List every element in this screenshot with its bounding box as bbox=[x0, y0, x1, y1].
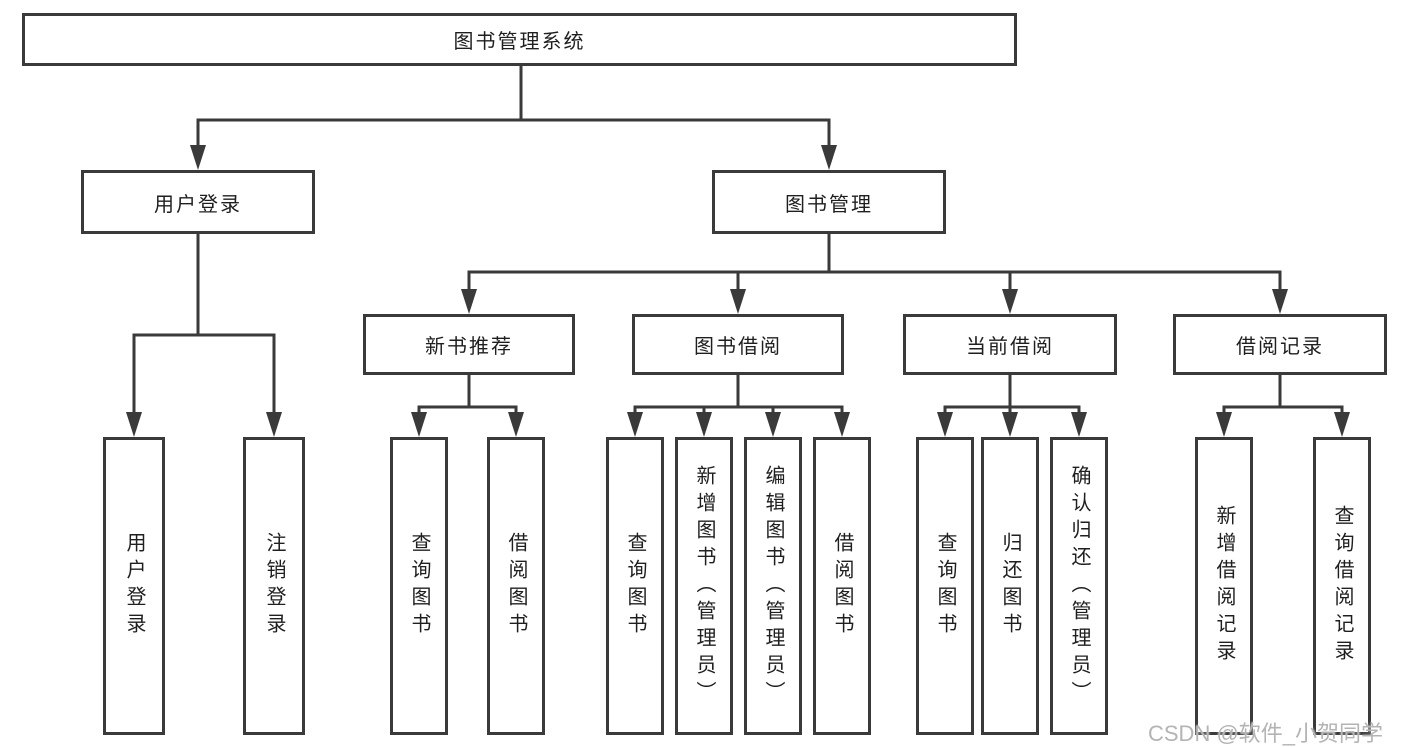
leaf-add-books-admin: 新增图书（管理员） bbox=[675, 437, 733, 735]
arrow-down-icon bbox=[1002, 289, 1018, 314]
leaf-query-borrow-record: 查询借阅记录 bbox=[1313, 437, 1371, 735]
arrow-down-icon bbox=[508, 412, 524, 437]
connector-book-mgmt-to-level3 bbox=[467, 234, 1282, 296]
node-label: 图书管理 bbox=[785, 193, 873, 216]
arrow-down-icon bbox=[696, 412, 712, 437]
node-label: 图书借阅 bbox=[694, 336, 782, 358]
node-label: 用户登录 bbox=[154, 193, 242, 216]
arrow-down-icon bbox=[937, 412, 953, 437]
leaf-borrow-books-rec: 借阅图书 bbox=[487, 437, 545, 735]
node-label: 查询图书 bbox=[624, 532, 646, 640]
arrow-down-icon bbox=[1216, 412, 1232, 437]
node-label: 确认归还（管理员） bbox=[1068, 464, 1090, 708]
leaf-query-books-borrow: 查询图书 bbox=[606, 437, 664, 735]
node-label: 查询图书 bbox=[408, 532, 430, 640]
node-current-borrow: 当前借阅 bbox=[903, 314, 1117, 375]
arrow-down-icon bbox=[765, 412, 781, 437]
node-new-book-recommend: 新书推荐 bbox=[363, 314, 575, 375]
arrow-down-icon bbox=[1002, 412, 1018, 437]
node-label: 注销登录 bbox=[263, 532, 285, 640]
connector-book-borrow-branch bbox=[633, 375, 844, 419]
node-label: 编辑图书（管理员） bbox=[762, 464, 784, 708]
node-label: 借阅记录 bbox=[1236, 336, 1324, 358]
arrow-down-icon bbox=[834, 412, 850, 437]
arrow-down-icon bbox=[1334, 412, 1350, 437]
arrow-down-icon bbox=[821, 145, 837, 170]
arrow-down-icon bbox=[627, 412, 643, 437]
node-book-management: 图书管理 bbox=[712, 170, 946, 234]
node-borrow-records: 借阅记录 bbox=[1173, 314, 1387, 375]
node-label: 新书推荐 bbox=[425, 336, 513, 358]
leaf-query-books-rec: 查询图书 bbox=[390, 437, 448, 735]
connector-root-to-level2 bbox=[196, 66, 831, 150]
leaf-logout: 注销登录 bbox=[243, 437, 305, 735]
connector-user-login-branch bbox=[132, 234, 276, 417]
leaf-confirm-return-admin: 确认归还（管理员） bbox=[1050, 437, 1108, 735]
node-label: 用户登录 bbox=[123, 532, 145, 640]
arrow-down-icon bbox=[266, 412, 282, 437]
arrow-down-icon bbox=[1272, 289, 1288, 314]
arrow-down-icon bbox=[190, 145, 206, 170]
node-label: 查询借阅记录 bbox=[1331, 505, 1353, 667]
node-label: 新增借阅记录 bbox=[1213, 505, 1235, 667]
node-label: 新增图书（管理员） bbox=[693, 464, 715, 708]
csdn-watermark: CSDN @软件_小贺同学 bbox=[1148, 721, 1384, 746]
arrow-down-icon bbox=[1071, 412, 1087, 437]
leaf-add-borrow-record: 新增借阅记录 bbox=[1195, 437, 1253, 735]
node-label: 当前借阅 bbox=[966, 336, 1054, 358]
arrow-down-icon bbox=[411, 412, 427, 437]
leaf-return-books: 归还图书 bbox=[981, 437, 1039, 735]
node-label: 借阅图书 bbox=[505, 532, 527, 640]
leaf-borrow-books: 借阅图书 bbox=[813, 437, 871, 735]
arrow-down-icon bbox=[461, 289, 477, 314]
node-label: 图书管理系统 bbox=[453, 31, 586, 53]
node-root-system: 图书管理系统 bbox=[22, 13, 1017, 66]
arrow-down-icon bbox=[126, 412, 142, 437]
arrowheads bbox=[126, 145, 1350, 437]
connector-borrow-records-branch bbox=[1222, 375, 1344, 419]
node-book-borrow: 图书借阅 bbox=[632, 314, 844, 375]
leaf-edit-books-admin: 编辑图书（管理员） bbox=[744, 437, 802, 735]
leaf-query-books-current: 查询图书 bbox=[916, 437, 974, 735]
node-label: 查询图书 bbox=[934, 532, 956, 640]
connector-new-book-rec-branch bbox=[417, 375, 518, 419]
node-user-login: 用户登录 bbox=[81, 170, 315, 234]
arrow-down-icon bbox=[730, 289, 746, 314]
leaf-user-login: 用户登录 bbox=[103, 437, 165, 735]
node-label: 借阅图书 bbox=[831, 532, 853, 640]
node-label: 归还图书 bbox=[999, 532, 1021, 640]
